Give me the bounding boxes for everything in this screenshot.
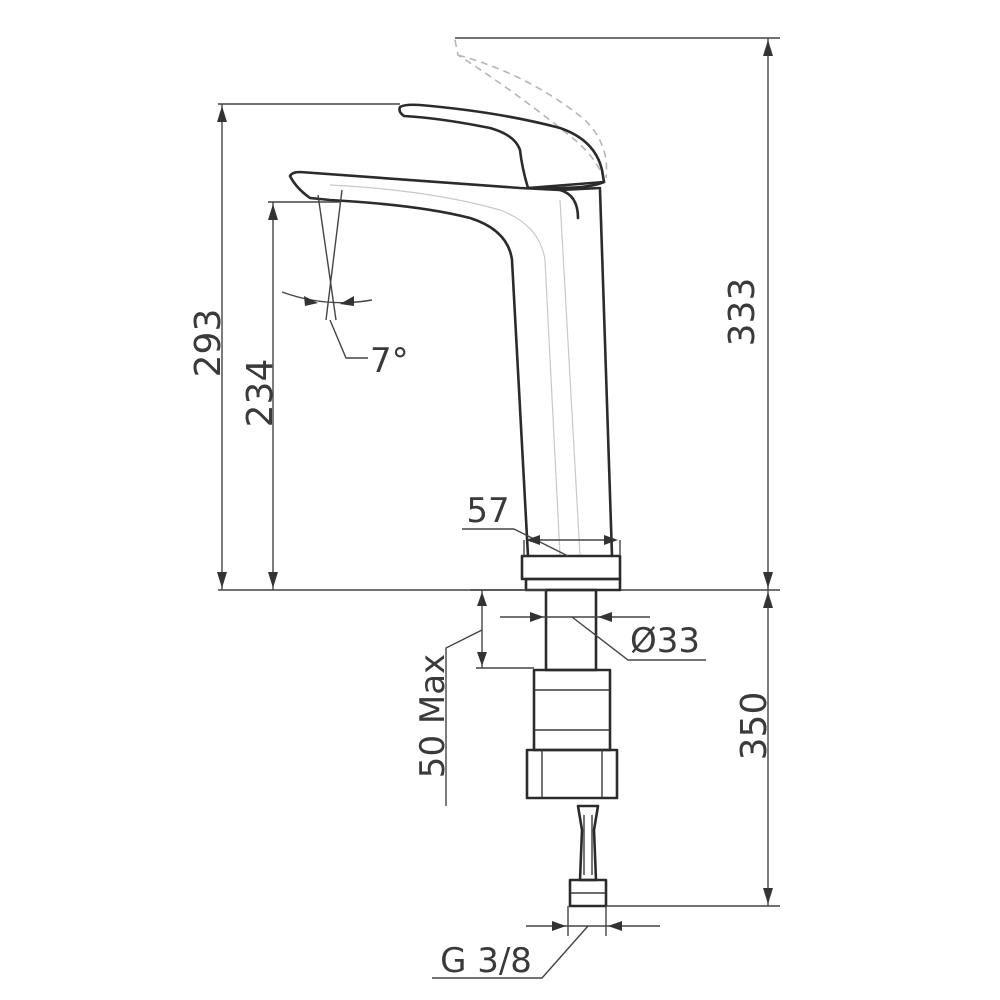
label-thread: G 3/8 <box>440 941 532 981</box>
handle-raised-ghost <box>454 39 608 181</box>
spout-hidden-lines <box>329 184 581 556</box>
dimension-hose-length: 350 <box>606 590 780 907</box>
supply-hose <box>568 804 608 908</box>
base-plate <box>520 554 622 581</box>
lever-handle <box>398 103 606 190</box>
label-hose-length: 350 <box>734 692 775 761</box>
dimension-thread: G 3/8 <box>432 906 660 981</box>
body-top-edge <box>558 186 602 192</box>
dimension-total-height: 333 <box>455 37 780 590</box>
dimension-body-height: 293 <box>188 103 400 590</box>
label-base-width: 57 <box>466 491 509 531</box>
dimension-base-width: 57 <box>462 491 621 557</box>
label-shank-diameter: Ø33 <box>630 621 700 661</box>
dimension-spout-angle: 7° <box>281 189 409 381</box>
label-total-height: 333 <box>722 278 763 347</box>
label-spout-height: 234 <box>240 359 281 428</box>
mounting-shank <box>525 588 619 800</box>
lever-base-line <box>526 180 606 190</box>
faucet-body <box>288 170 614 558</box>
dimension-counter-thickness: 50 Max <box>413 589 546 806</box>
base-gasket <box>524 577 622 592</box>
dimension-spout-height: 234 <box>240 201 340 590</box>
dimension-shank-diameter: Ø33 <box>500 612 706 661</box>
label-spout-angle: 7° <box>370 341 409 381</box>
label-counter-thickness: 50 Max <box>413 654 453 778</box>
label-body-height: 293 <box>188 309 229 378</box>
